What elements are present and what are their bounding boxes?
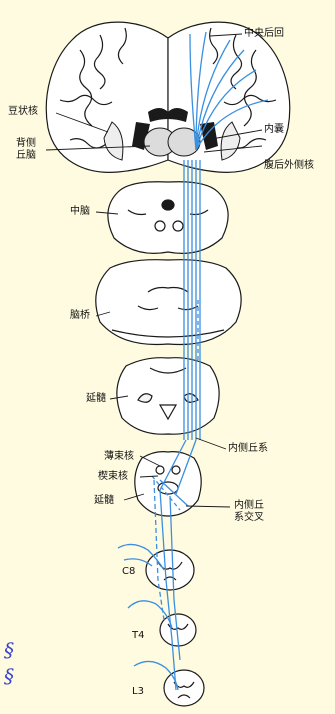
- label-dorsal-thalamus: 背侧 丘脑: [16, 138, 36, 162]
- label-cuneate-nucleus: 楔束核: [98, 471, 128, 483]
- upper-medulla-section: [117, 358, 219, 435]
- label-lemniscal-decussation: 内侧丘 系交叉: [234, 500, 264, 524]
- label-c8: C8: [122, 566, 135, 578]
- midbrain-section: [108, 182, 228, 254]
- label-t4: T4: [132, 630, 144, 642]
- label-vpl-nucleus: 腹后外侧核: [264, 160, 314, 172]
- label-medulla-upper: 延髓: [86, 393, 106, 405]
- label-internal-capsule: 内囊: [264, 124, 284, 136]
- label-l3: L3: [132, 686, 144, 698]
- label-medial-lemniscus: 内侧丘系: [228, 443, 268, 455]
- label-medulla-lower: 延髓: [94, 495, 114, 507]
- pons-section: [96, 260, 241, 345]
- label-gracile-nucleus: 薄束核: [104, 451, 134, 463]
- margin-decoration-1: §: [4, 638, 14, 662]
- label-central-posterior-gyrus: 中央后回: [244, 28, 284, 40]
- margin-decoration-2: §: [4, 664, 14, 688]
- thalamus: [144, 128, 200, 156]
- spinal-l3-section: [164, 670, 204, 706]
- label-lenticular-nucleus: 豆状核: [8, 106, 38, 118]
- label-pons: 脑桥: [70, 310, 90, 322]
- label-midbrain: 中脑: [70, 206, 90, 218]
